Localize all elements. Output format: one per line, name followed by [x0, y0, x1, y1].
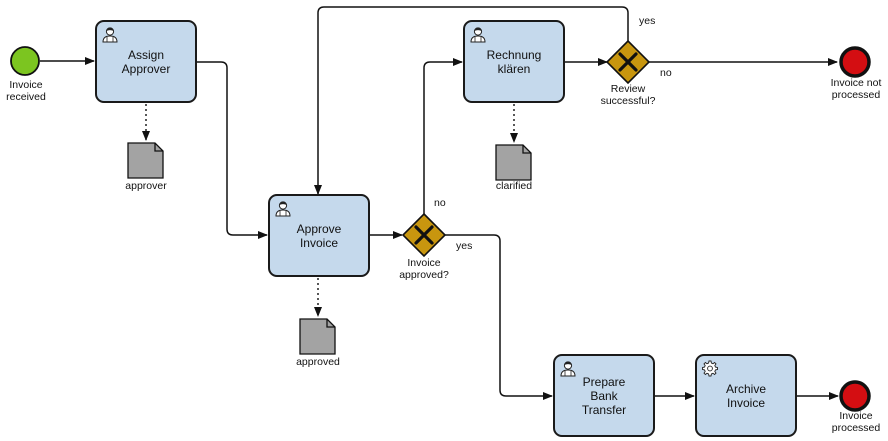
invoice-processed-event-target[interactable] — [840, 381, 870, 411]
flow-label-review-yes: yes — [639, 15, 656, 27]
task-rechnung-klaeren[interactable]: Rechnung klären — [463, 20, 565, 103]
flow-assign-to-approve — [196, 61, 268, 239]
approved-data-object-target[interactable] — [299, 318, 336, 355]
gear-icon — [702, 360, 718, 377]
flow-approved-yes — [444, 234, 553, 400]
start-event-invoice-received — [10, 46, 40, 76]
task-prepare-bank-transfer-label: Prepare Bank Transfer — [581, 374, 627, 417]
approved-data-object-label: approved — [296, 356, 340, 368]
gateway-invoice-approved — [401, 212, 447, 258]
invoice-received-label: Invoice received — [6, 79, 46, 103]
gateway-review-successful — [605, 39, 651, 85]
flow-review-yes — [314, 6, 629, 195]
flow-label-approved-yes: yes — [456, 240, 473, 252]
task-approve-invoice[interactable]: Approve Invoice — [268, 194, 370, 277]
task-archive-invoice[interactable]: Archive Invoice — [695, 354, 797, 437]
task-approve-invoice-label: Approve Invoice — [296, 221, 342, 250]
invoice-approved-gateway-target[interactable] — [406, 217, 442, 253]
invoice-processed-label: Invoice processed — [831, 410, 881, 434]
approver-data-object-target[interactable] — [127, 142, 164, 179]
task-assign-approver-label: Assign Approver — [121, 47, 171, 76]
flow-approved-no — [423, 58, 463, 214]
flow-label-review-no: no — [660, 67, 672, 79]
end-event-invoice-not-processed — [839, 46, 871, 78]
data-object-clarified — [495, 144, 532, 181]
user-icon — [102, 27, 118, 43]
review-successful-gateway-label: Review successful? — [600, 83, 656, 107]
clarified-data-object-target[interactable] — [495, 144, 532, 181]
task-archive-invoice-label: Archive Invoice — [725, 381, 766, 410]
task-rechnung-klaeren-label: Rechnung klären — [486, 47, 542, 76]
approver-data-object-label: approver — [125, 180, 167, 192]
flow-label-approved-no: no — [434, 197, 446, 209]
invoice-not-processed-event-target[interactable] — [840, 47, 870, 77]
invoice-not-processed-label: Invoice not processed — [830, 77, 882, 101]
invoice-received-event-target[interactable] — [10, 46, 40, 76]
user-icon — [560, 361, 576, 377]
task-assign-approver[interactable]: Assign Approver — [95, 20, 197, 103]
end-event-invoice-processed — [839, 380, 871, 412]
review-successful-gateway-target[interactable] — [610, 44, 646, 80]
task-prepare-bank-transfer[interactable]: Prepare Bank Transfer — [553, 354, 655, 437]
clarified-data-object-label: clarified — [495, 180, 533, 192]
invoice-approved-gateway-label: Invoice approved? — [399, 257, 449, 281]
data-object-approved — [299, 318, 336, 355]
data-object-approver — [127, 142, 164, 179]
user-icon — [275, 201, 291, 217]
user-icon — [470, 27, 486, 43]
